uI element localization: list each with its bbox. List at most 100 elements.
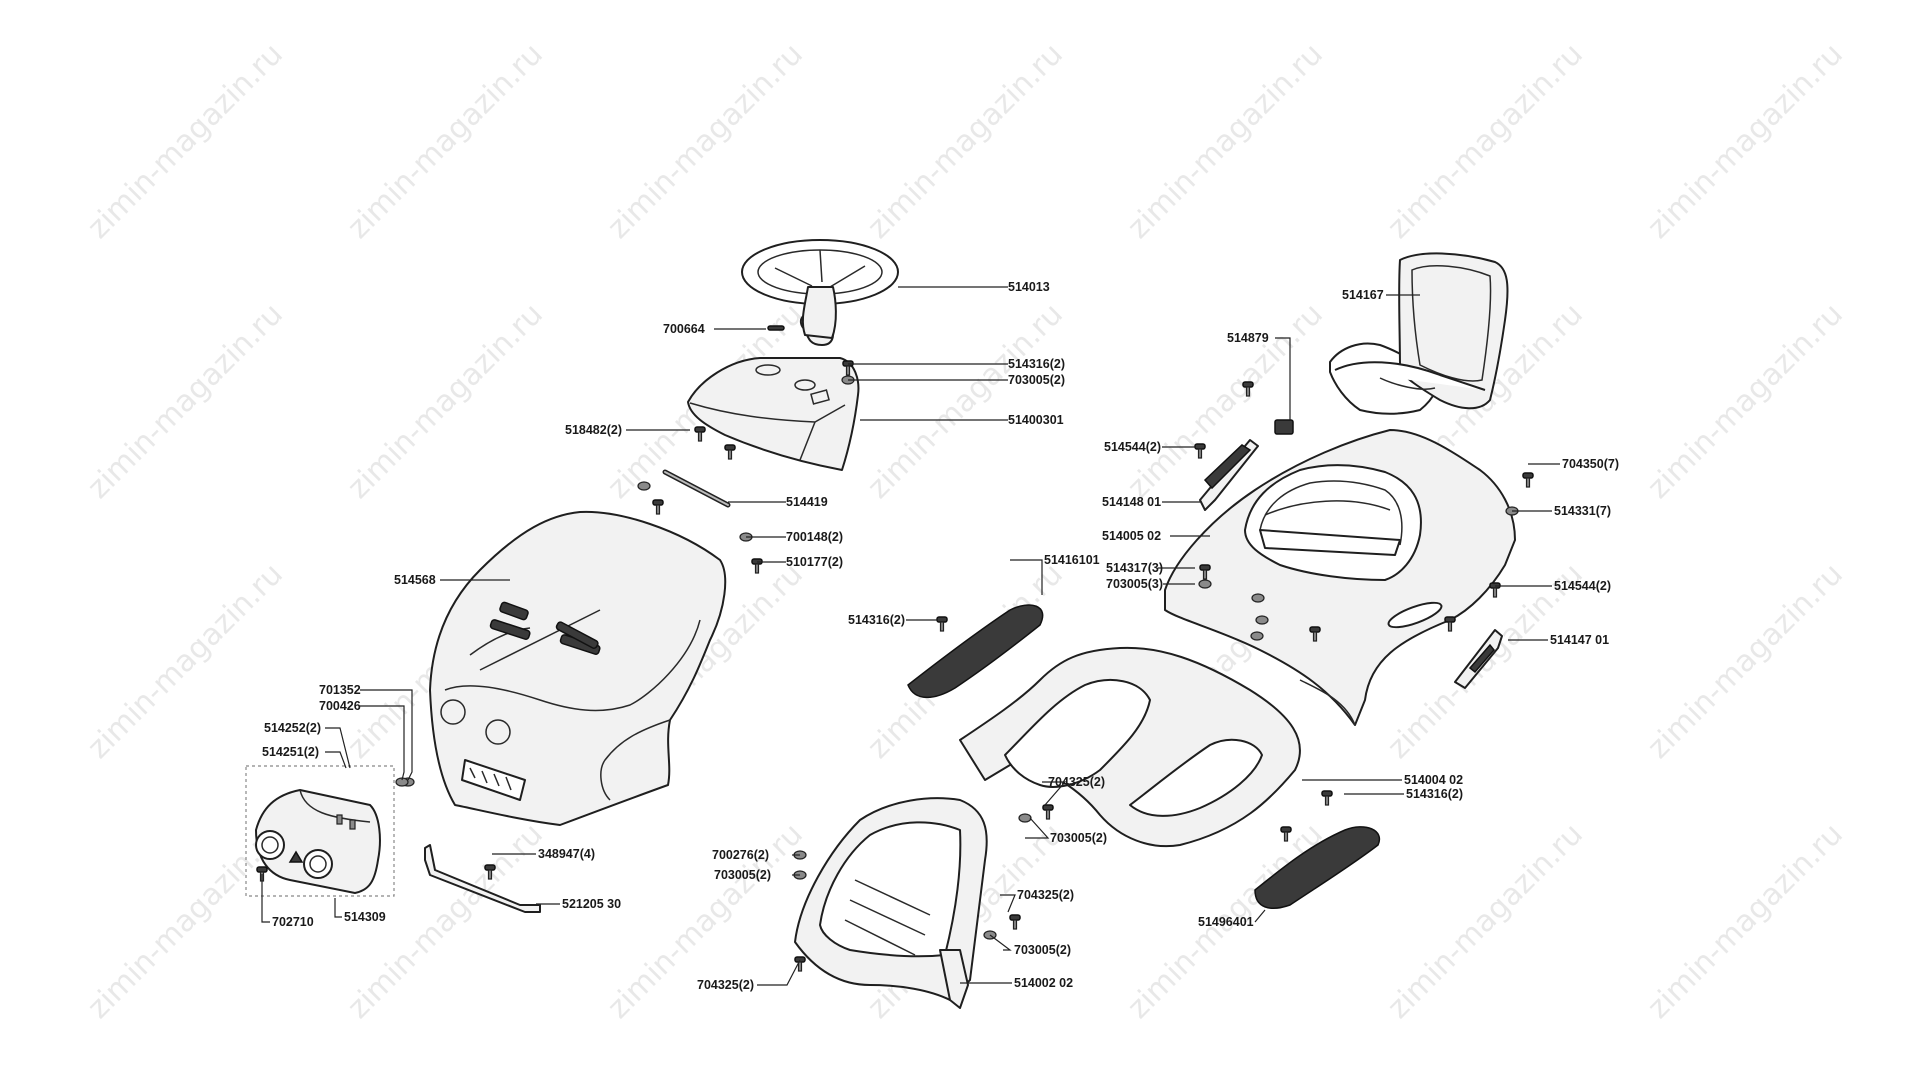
label-510177: 510177(2) <box>786 555 843 569</box>
label-514544-left: 514544(2) <box>1104 440 1161 454</box>
screw-fender <box>1309 626 1321 642</box>
watermark-text: zimin-magazin.ru <box>861 297 1070 506</box>
label-514316-top: 514316(2) <box>1008 357 1065 371</box>
screw-518482-b <box>724 444 736 460</box>
label-702710: 702710 <box>272 915 314 929</box>
label-514167: 514167 <box>1342 288 1384 302</box>
label-700664: 700664 <box>663 322 705 336</box>
watermark-text: zimin-magazin.ru <box>81 557 290 766</box>
screw-514316-right <box>1321 790 1333 806</box>
label-514316-right: 514316(2) <box>1406 787 1463 801</box>
dashboard-cover <box>687 357 860 471</box>
watermark-text: zimin-magazin.ru <box>601 817 810 1026</box>
switch-514879 <box>1274 419 1294 435</box>
label-704325-b: 704325(2) <box>1017 888 1074 902</box>
screw-514544-right <box>1489 582 1501 598</box>
screw-510177-b <box>652 499 664 515</box>
watermark-text: zimin-magazin.ru <box>1121 37 1330 246</box>
screw-514316-right-b <box>1280 826 1292 842</box>
watermark-text: zimin-magazin.ru <box>1641 557 1850 766</box>
washer-703005-a <box>1018 813 1032 823</box>
rear-fender <box>1164 429 1516 726</box>
label-514331: 514331(7) <box>1554 504 1611 518</box>
washer-700148-b <box>637 481 651 491</box>
screw-518482 <box>694 426 706 442</box>
label-514316-mid: 514316(2) <box>848 613 905 627</box>
label-514013: 514013 <box>1008 280 1050 294</box>
nut-fender-c <box>1250 631 1264 641</box>
screw-704325-a <box>1042 804 1054 820</box>
watermark-text: zimin-magazin.ru <box>861 37 1070 246</box>
label-514879: 514879 <box>1227 331 1269 345</box>
washer-fender <box>1251 593 1265 603</box>
screw-704325-c <box>794 956 806 972</box>
label-700426: 700426 <box>319 699 361 713</box>
label-703005-3: 703005(3) <box>1106 577 1163 591</box>
label-514148: 514148 01 <box>1102 495 1161 509</box>
label-703005-a: 703005(2) <box>1050 831 1107 845</box>
front-panel-514002 <box>794 797 988 1009</box>
screw-704325-b <box>1009 914 1021 930</box>
screw-514544-left <box>1194 443 1206 459</box>
label-51400301: 51400301 <box>1008 413 1064 427</box>
footrest-left <box>907 604 1044 699</box>
label-703005-b: 703005(2) <box>714 868 771 882</box>
watermark-text: zimin-magazin.ru <box>81 297 290 506</box>
label-514005: 514005 02 <box>1102 529 1161 543</box>
label-514252: 514252(2) <box>264 721 321 735</box>
washer-703005-3 <box>1198 579 1212 589</box>
label-703005-c: 703005(2) <box>1014 943 1071 957</box>
part-labels: 514013 700664 514316(2) 703005(2) 514003… <box>262 280 1619 992</box>
label-703005-top: 703005(2) <box>1008 373 1065 387</box>
label-700148: 700148(2) <box>786 530 843 544</box>
label-518482: 518482(2) <box>565 423 622 437</box>
screw-514879 <box>1242 381 1254 397</box>
label-514419: 514419 <box>786 495 828 509</box>
label-700276: 700276(2) <box>712 848 769 862</box>
screw-514317 <box>1199 564 1211 580</box>
label-704325-c: 704325(2) <box>697 978 754 992</box>
watermark-text: zimin-magazin.ru <box>1641 817 1850 1026</box>
screw-348947 <box>484 864 496 880</box>
label-701352: 701352 <box>319 683 361 697</box>
screw-704350 <box>1522 472 1534 488</box>
label-521205: 521205 30 <box>562 897 621 911</box>
label-514568: 514568 <box>394 573 436 587</box>
label-514251: 514251(2) <box>262 745 319 759</box>
label-51496401: 51496401 <box>1198 915 1254 929</box>
bracket-514148 <box>1199 439 1259 511</box>
bracket-521205 <box>424 844 541 913</box>
watermark-text: zimin-magazin.ru <box>1381 37 1590 246</box>
watermark-text: zimin-magazin.ru <box>1381 817 1590 1026</box>
watermark-text: zimin-magazin.ru <box>81 37 290 246</box>
screw-514544-r2 <box>1444 616 1456 632</box>
hardware <box>256 360 1534 972</box>
seat-514167 <box>1329 252 1509 415</box>
watermark-text: zimin-magazin.ru <box>1641 297 1850 506</box>
pin-700664 <box>767 325 785 331</box>
washer-fender-b <box>1255 615 1269 625</box>
hood-514568 <box>429 510 727 826</box>
headlight-unit <box>245 765 395 897</box>
label-514147: 514147 01 <box>1550 633 1609 647</box>
watermark-text: zimin-magazin.ru <box>1641 37 1850 246</box>
footrest-right <box>1254 826 1381 909</box>
steering-wheel <box>741 239 899 346</box>
watermark-text: zimin-magazin.ru <box>601 37 810 246</box>
bracket-514147 <box>1454 629 1503 689</box>
screw-514316-mid <box>936 616 948 632</box>
frame-514004 <box>959 646 1301 848</box>
label-514317: 514317(3) <box>1106 561 1163 575</box>
label-514004: 514004 02 <box>1404 773 1463 787</box>
label-348947: 348947(4) <box>538 847 595 861</box>
screw-510177 <box>751 558 763 574</box>
watermark-text: zimin-magazin.ru <box>341 297 550 506</box>
label-51416101: 51416101 <box>1044 553 1100 567</box>
label-514544-right: 514544(2) <box>1554 579 1611 593</box>
label-704325-a: 704325(2) <box>1048 775 1105 789</box>
label-704350: 704350(7) <box>1562 457 1619 471</box>
label-514002: 514002 02 <box>1014 976 1073 990</box>
label-514309: 514309 <box>344 910 386 924</box>
rod-514419 <box>662 469 731 508</box>
